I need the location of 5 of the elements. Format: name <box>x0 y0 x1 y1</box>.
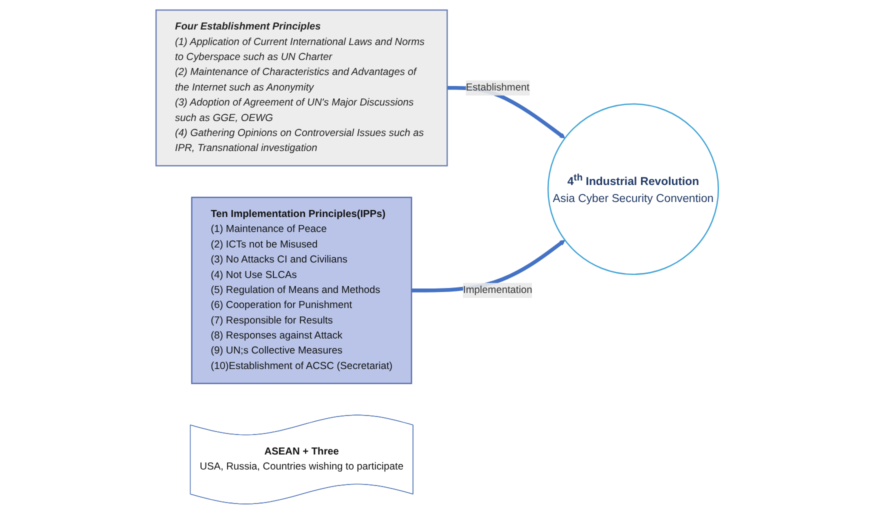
node-circle: 4$^{th}$ Industrial Revolution Asia Cyber Security Convention <box>547 103 719 275</box>
edge-label: Implementation <box>462 284 532 296</box>
node-box: Four Establishment Principles (1) Application of Current International Laws and Norms to Cyberspace such as UN Charter (2) Maintenance of Characteristics and Advantages of the Internet such as Anonymity (3) Adoption of Agreement of UN's Major Discussions such as GGE, OEWG (4) Gathering Opinions on Controversial Issues such as IPR, Transnational investigation <box>155 9 448 166</box>
edge-label: Establishment <box>466 82 530 93</box>
node-box: Ten Implementation Principles(IPPs) (1) Maintenance of Peace (2) ICTs not be Misused (3) No Attacks CI and Civilians (4) Not Use SLCAs (5) Regulation of Means and Methods (6) Cooperation for Punishment (7) Responsible for Results (8) Responses against Attack (9) UN;s Collective Measures (10)Establishment of ACSC (Secretariat) <box>190 196 412 384</box>
